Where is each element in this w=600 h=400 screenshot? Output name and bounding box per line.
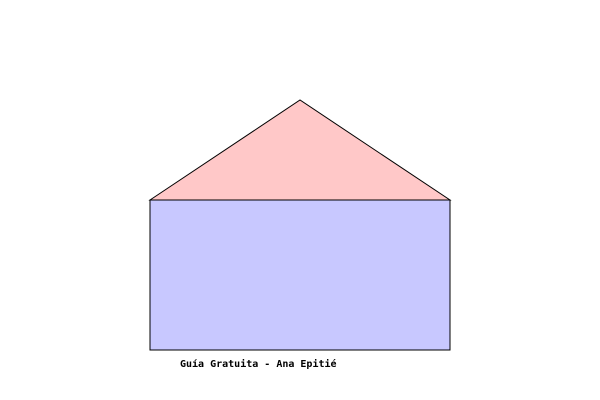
house-body-rectangle (149, 199, 451, 351)
roof-triangle (148, 99, 452, 201)
diagram-caption: Guía Gratuita - Ana Epitié (180, 359, 337, 370)
